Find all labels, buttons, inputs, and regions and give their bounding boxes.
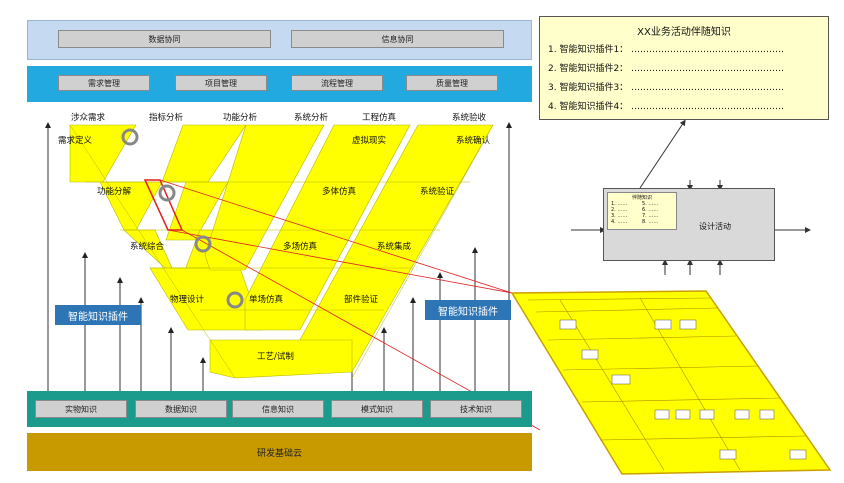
process-trial-block bbox=[209, 339, 353, 379]
physical-knowledge-button[interactable]: 实物知识 bbox=[35, 400, 127, 418]
smart-plugin-badge-right[interactable]: 智能知识插件 bbox=[425, 300, 511, 320]
label-indicator-analysis: 指标分析 bbox=[149, 113, 184, 123]
label-multifield-sim: 多场仿真 bbox=[283, 242, 318, 252]
label-engineering-sim: 工程仿真 bbox=[362, 113, 397, 123]
cycle-icons bbox=[121, 128, 244, 309]
label-function-decomposition: 功能分解 bbox=[97, 187, 132, 197]
process-mgmt-button[interactable]: 流程管理 bbox=[291, 75, 383, 91]
tech-knowledge-button[interactable]: 技术知识 bbox=[430, 400, 522, 418]
companion-knowledge-note: 伴随知识 1. ……5. …… 2. ……6. …… 3. ……7. …… 4.… bbox=[607, 192, 677, 230]
project-mgmt-button[interactable]: 项目管理 bbox=[175, 75, 267, 91]
knowledge-panel-item: 1. 智能知识插件1： …………………………………………… bbox=[548, 45, 785, 55]
label-system-verification: 系统验证 bbox=[420, 187, 455, 197]
label-single-field-sim: 单场仿真 bbox=[249, 295, 284, 305]
label-stakeholder-req: 涉众需求 bbox=[71, 113, 106, 123]
rd-base-cloud-label: 研发基础云 bbox=[256, 448, 302, 459]
knowledge-panel: XX业务活动伴随知识 1. 智能知识插件1： ……………………………………………… bbox=[539, 16, 829, 120]
pattern-knowledge-button[interactable]: 模式知识 bbox=[331, 400, 423, 418]
label-multibody-sim: 多体仿真 bbox=[322, 187, 357, 197]
requirement-mgmt-button[interactable]: 需求管理 bbox=[58, 75, 150, 91]
knowledge-panel-item: 2. 智能知识插件2： …………………………………………… bbox=[548, 64, 785, 74]
info-knowledge-button[interactable]: 信息知识 bbox=[232, 400, 324, 418]
label-system-acceptance: 系统验收 bbox=[452, 113, 487, 123]
info-coordination-button[interactable]: 信息协同 bbox=[291, 30, 504, 48]
design-activity-label: 设计活动 bbox=[699, 222, 731, 231]
knowledge-panel-item: 4. 智能知识插件4： …………………………………………… bbox=[548, 102, 785, 112]
label-system-integration: 系统集成 bbox=[377, 242, 412, 252]
knowledge-panel-title: XX业务活动伴随知识 bbox=[637, 27, 731, 38]
label-component-verification: 部件验证 bbox=[344, 295, 379, 305]
rd-base-cloud-bar: 研发基础云 bbox=[27, 433, 532, 471]
smart-plugin-badge-left[interactable]: 智能知识插件 bbox=[55, 305, 141, 325]
label-system-confirmation: 系统确认 bbox=[456, 136, 491, 146]
data-knowledge-button[interactable]: 数据知识 bbox=[135, 400, 227, 418]
label-function-analysis: 功能分析 bbox=[223, 113, 258, 123]
label-system-analysis: 系统分析 bbox=[294, 113, 329, 123]
label-virtual-reality: 虚拟现实 bbox=[352, 136, 387, 146]
label-physical-design: 物理设计 bbox=[170, 295, 205, 305]
data-coordination-button[interactable]: 数据协同 bbox=[58, 30, 271, 48]
label-requirement-definition: 需求定义 bbox=[58, 136, 93, 146]
design-activity-box[interactable]: 设计活动 伴随知识 1. ……5. …… 2. ……6. …… 3. ……7. … bbox=[603, 188, 775, 261]
knowledge-panel-item: 3. 智能知识插件3： …………………………………………… bbox=[548, 83, 785, 93]
label-process-trial: 工艺/试制 bbox=[257, 352, 294, 362]
quality-mgmt-button[interactable]: 质量管理 bbox=[406, 75, 498, 91]
label-system-synthesis: 系统综合 bbox=[130, 242, 165, 252]
